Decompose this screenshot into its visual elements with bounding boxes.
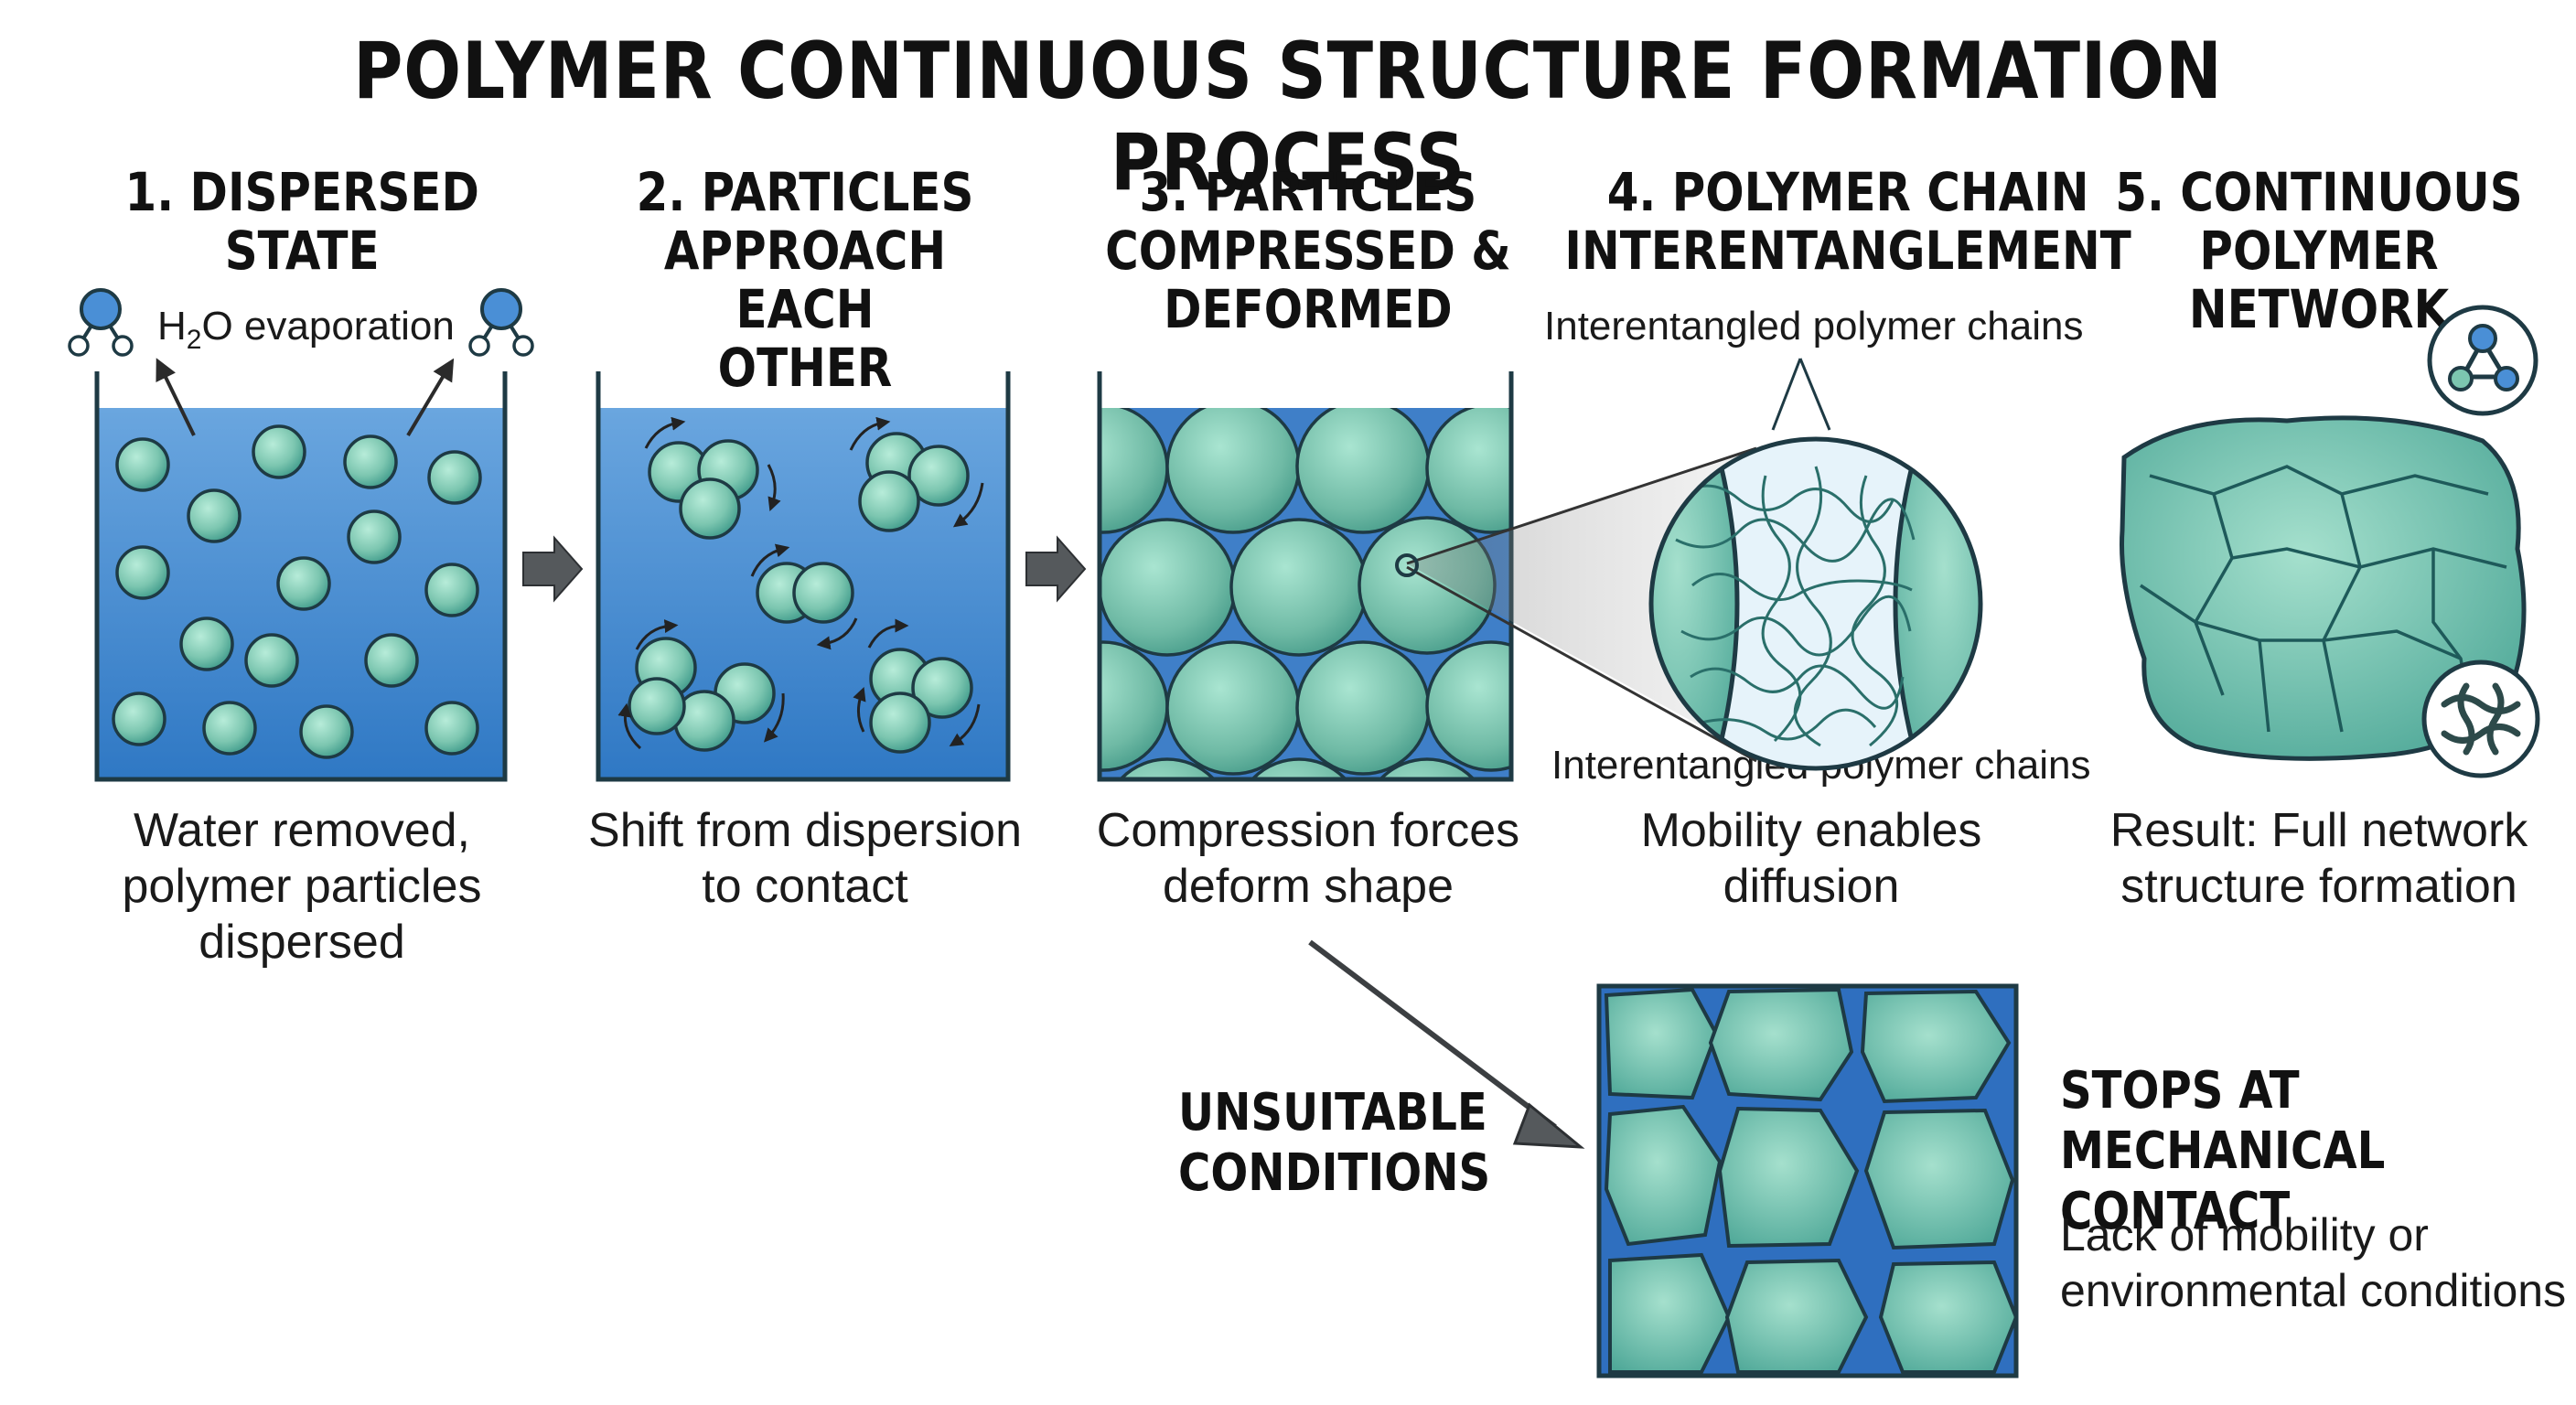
step-4-caption: Mobility enables diffusion — [1640, 804, 1982, 913]
step-1-caption: Water removed, polymer particles dispers… — [122, 804, 482, 969]
step-2-caption: Shift from dispersion to contact — [588, 804, 1022, 913]
dispersed-state-beaker — [94, 371, 508, 782]
chains-label-top: Interentangled polymer chains — [1544, 304, 2084, 349]
step-1-heading: 1. DISPERSED STATE — [124, 161, 479, 282]
mechanical-contact-panel — [1596, 983, 2019, 1378]
step-5-heading: 5. CONTINUOUS POLYMER NETWORK — [2115, 161, 2523, 340]
evaporation-arrow-icon — [156, 358, 455, 437]
entangled-chains-icon — [2421, 660, 2540, 778]
unsuitable-conditions-label: UNSUITABLE CONDITIONS — [1178, 1083, 1491, 1203]
step-arrow-icon — [1025, 535, 1087, 603]
approaching-particles-beaker — [596, 371, 1011, 782]
step-arrow-icon — [522, 535, 584, 603]
step-2-heading: 2. PARTICLES APPROACH EACH OTHER — [636, 161, 974, 399]
water-molecule-icon — [468, 288, 534, 357]
step-3-heading: 3. PARTICLES COMPRESSED & DEFORMED — [1105, 161, 1511, 340]
water-molecule-icon — [68, 288, 134, 357]
diagram-title: POLYMER CONTINUOUS STRUCTURE FORMATION P… — [353, 26, 2223, 209]
compressed-particles-beaker — [1097, 371, 1514, 782]
stops-heading: STOPS AT MECHANICAL CONTACT — [2060, 1061, 2386, 1241]
evaporation-label: H2O evaporation — [157, 304, 455, 355]
step-4-heading: 4. POLYMER CHAIN INTERENTANGLEMENT — [1564, 161, 2131, 282]
stops-body: Lack of mobility or environmental condit… — [2060, 1209, 2567, 1316]
network-node-icon — [2427, 305, 2538, 416]
unsuitable-branch-arrow — [1308, 939, 1585, 1149]
step-3-caption: Compression forces deform shape — [1096, 804, 1520, 913]
step-5-caption: Result: Full network structure formation — [2109, 804, 2528, 913]
